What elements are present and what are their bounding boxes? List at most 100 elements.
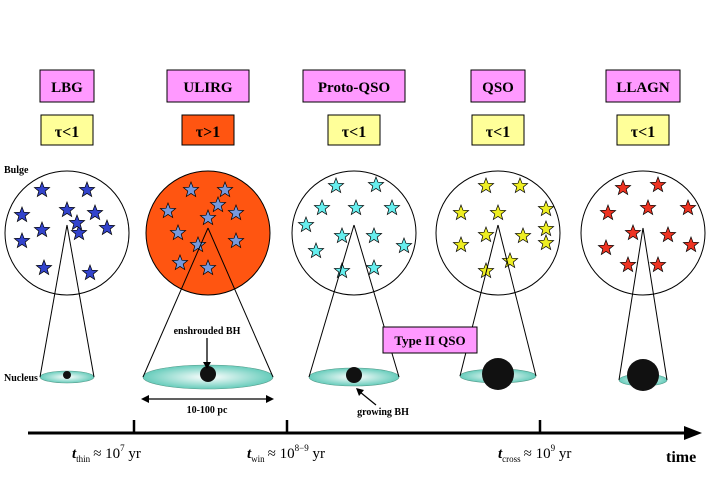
bulge-star — [365, 259, 383, 276]
bulge-star — [227, 204, 245, 221]
bulge-star — [452, 204, 470, 221]
bulge-star — [649, 176, 667, 193]
bulge-star — [599, 204, 617, 221]
tau-label: τ<1 — [631, 124, 656, 141]
bulge-star — [58, 201, 76, 218]
bulge-star — [78, 181, 96, 198]
bulge-star — [98, 219, 116, 236]
stage-label: LLAGN — [616, 80, 670, 96]
bulge-star — [68, 214, 86, 231]
bulge-star — [367, 176, 385, 193]
scale-label: 10-100 pc — [187, 405, 228, 416]
bulge-star — [313, 199, 331, 216]
bulge-star — [537, 200, 555, 217]
stage-label: ULIRG — [183, 80, 233, 96]
bulge-star — [307, 242, 325, 259]
bulge-label: Bulge — [4, 165, 29, 176]
black-hole — [63, 371, 71, 379]
bulge-star — [639, 199, 657, 216]
bulge-star — [13, 206, 31, 223]
tau-box — [40, 114, 94, 146]
bulge-star — [679, 199, 697, 216]
bulge-star — [514, 227, 532, 244]
bulge-circle — [4, 170, 130, 296]
bulge-star — [227, 232, 245, 249]
bulge-star — [347, 199, 365, 216]
time-axis-arrowhead — [684, 426, 702, 440]
bulge-star — [13, 232, 31, 249]
bulge-star — [597, 239, 615, 256]
t-win-label: twin≈ 108−9 yr — [247, 443, 325, 464]
bulge-star — [35, 259, 53, 276]
bulge-star — [477, 226, 495, 243]
scale-right-arrowhead — [266, 395, 274, 403]
bulge-star — [624, 224, 642, 241]
cone-line-right — [66, 224, 95, 378]
tau-box — [471, 114, 525, 146]
stage-label-box — [605, 69, 681, 103]
tau-box — [616, 114, 670, 146]
t-thin-label: tthin≈ 107 yr — [72, 443, 141, 464]
cone-line-right — [497, 224, 537, 377]
t-cross-label: tcross≈ 109 yr — [498, 443, 571, 464]
type2-box — [382, 326, 478, 354]
bulge-star — [395, 237, 413, 254]
black-hole — [482, 358, 514, 390]
tau-label: τ>1 — [196, 124, 221, 141]
bulge-star — [649, 256, 667, 273]
bulge-star — [86, 204, 104, 221]
tau-label: τ<1 — [342, 124, 367, 141]
bulge-star — [182, 181, 200, 198]
bulge-star — [682, 236, 700, 253]
black-hole — [346, 367, 362, 383]
bulge-star — [365, 227, 383, 244]
bulge-star — [619, 256, 637, 273]
bulge-star — [81, 264, 99, 281]
bulge-star — [511, 177, 529, 194]
bulge-circle — [145, 170, 271, 296]
bulge-star — [333, 262, 351, 279]
stage-label-box — [166, 69, 250, 103]
bulge-circle — [435, 170, 561, 296]
bulge-star — [659, 226, 677, 243]
stage-label-box — [39, 69, 95, 103]
growing-bh-arrow — [359, 391, 377, 406]
bulge-star — [199, 259, 217, 276]
bulge-star — [614, 179, 632, 196]
growing-bh-label: growing BH — [357, 407, 409, 418]
bulge-star — [33, 221, 51, 238]
bulge-star — [169, 224, 187, 241]
bulge-star — [159, 202, 177, 219]
tau-box — [181, 114, 235, 146]
bulge-star — [333, 227, 351, 244]
cone-line-right — [207, 227, 274, 378]
cone-line-left — [308, 224, 355, 378]
stage-label: LBG — [51, 80, 83, 96]
cone-line-right — [642, 227, 668, 381]
stage-label-box — [470, 69, 526, 103]
bulge-star — [327, 177, 345, 194]
bulge-star — [70, 224, 88, 241]
bulge-star — [216, 181, 234, 198]
bulge-star — [199, 209, 217, 226]
cone-line-left — [618, 227, 644, 381]
bulge-star — [477, 177, 495, 194]
enshrouded-bh-arrowhead — [203, 362, 211, 369]
bulge-star — [33, 181, 51, 198]
bulge-star — [537, 234, 555, 251]
black-hole — [200, 366, 216, 382]
stage-label: QSO — [482, 80, 514, 96]
nucleus-label: Nucleus — [4, 373, 38, 384]
growing-bh-arrowhead — [356, 388, 364, 396]
tau-box — [327, 114, 381, 146]
bulge-star — [189, 236, 207, 253]
bulge-star — [297, 216, 315, 233]
bulge-star — [452, 236, 470, 253]
cone-line-left — [39, 224, 68, 378]
bulge-circle — [580, 170, 706, 296]
enshrouded-bh-label: enshrouded BH — [174, 326, 241, 337]
cone-line-left — [142, 227, 209, 378]
tau-label: τ<1 — [486, 124, 511, 141]
